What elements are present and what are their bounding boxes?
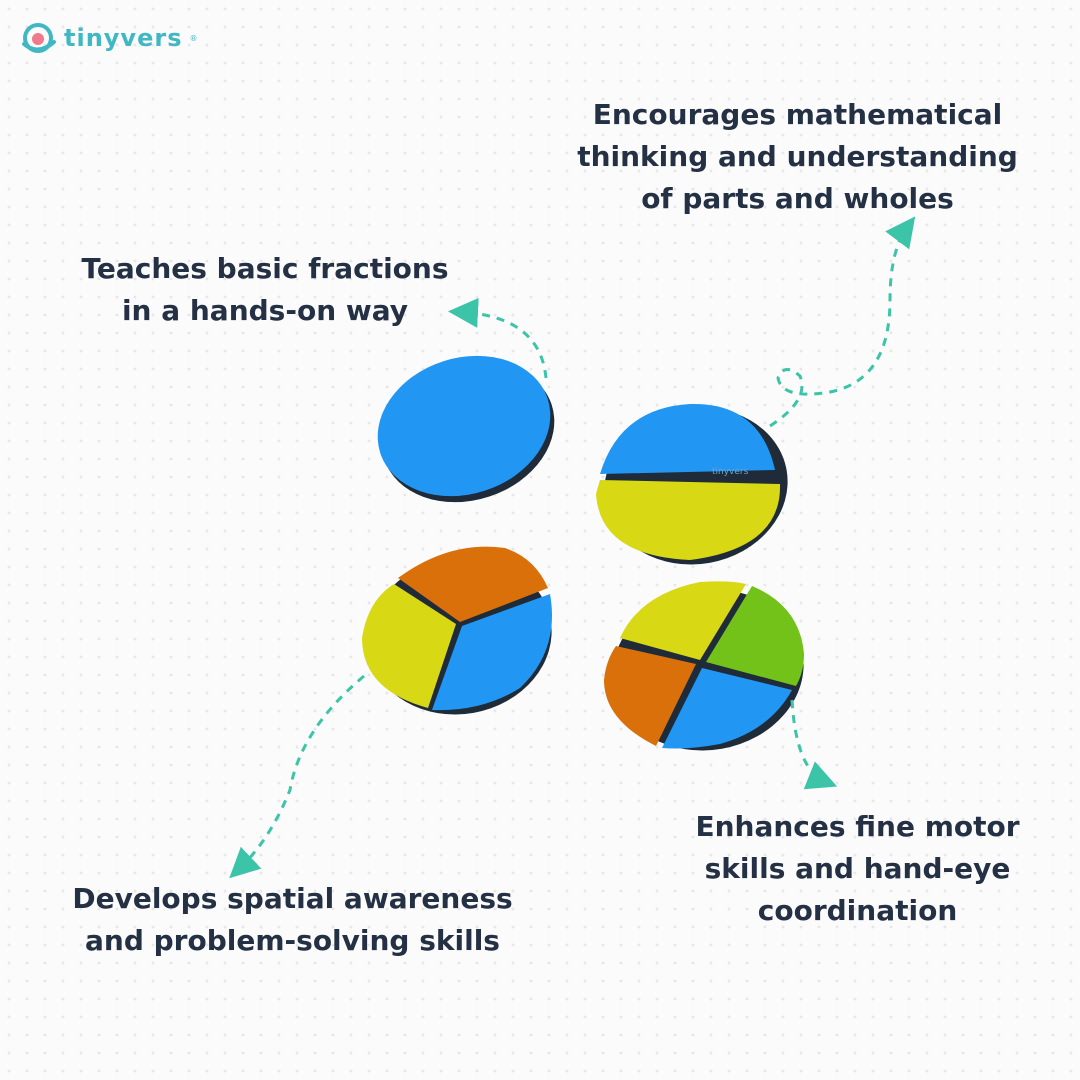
puzzle-quarters: [604, 581, 804, 751]
callout-line: Teaches basic fractions: [81, 252, 449, 285]
tinyvers-logo-icon: [22, 23, 56, 53]
arrow-top-right: [769, 216, 916, 428]
callout-line: coordination: [757, 894, 958, 927]
callout-line: of parts and wholes: [641, 182, 954, 215]
callout-fine-motor-skills: Enhances fine motor skills and hand-eye …: [680, 806, 1035, 932]
registered-mark: ®: [189, 33, 198, 43]
brand-logo: tinyvers ®: [20, 22, 197, 54]
callout-line: Encourages mathematical: [592, 98, 1003, 131]
callout-line: Enhances fine motor: [695, 810, 1020, 843]
callout-line: Develops spatial awareness: [72, 882, 513, 915]
svg-text:tinyvers: tinyvers: [712, 467, 749, 477]
arrow-bottom-right: [790, 699, 838, 790]
arrow-bottom-left: [229, 674, 365, 879]
callout-line: skills and hand-eye: [704, 852, 1011, 885]
callout-line: thinking and understanding: [577, 140, 1018, 173]
callout-basic-fractions: Teaches basic fractions in a hands-on wa…: [60, 248, 470, 332]
puzzle-thirds: [362, 546, 552, 715]
callout-spatial-awareness: Develops spatial awareness and problem-s…: [55, 878, 530, 962]
callout-mathematical-thinking: Encourages mathematical thinking and und…: [565, 94, 1030, 220]
callout-line: in a hands-on way: [121, 294, 409, 327]
puzzle-halves: tinyvers: [596, 403, 788, 565]
brand-name: tinyvers: [64, 24, 183, 52]
callout-line: and problem-solving skills: [85, 924, 500, 957]
puzzle-whole: [377, 355, 555, 503]
